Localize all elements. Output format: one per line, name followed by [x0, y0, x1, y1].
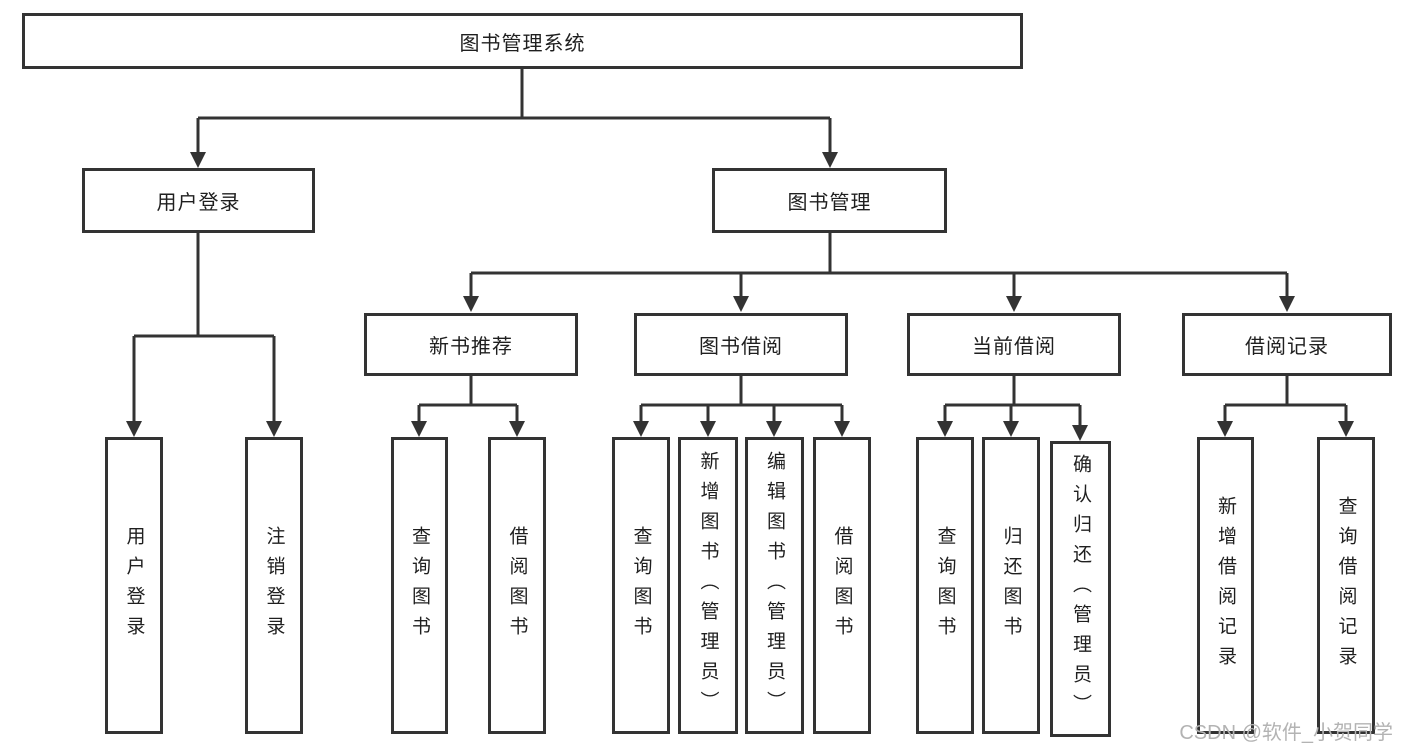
csdn-watermark: CSDN @软件_小贺同学 [1179, 722, 1393, 744]
leaf-user-login: 用户登录 [105, 437, 163, 734]
node-user-login-label: 用户登录 [156, 192, 241, 214]
node-book-borrowing-label: 图书借阅 [699, 336, 783, 358]
connector-new-rec-children [411, 376, 525, 437]
leaf-query-books-3: 查询图书 [916, 437, 974, 734]
connector-book-mgmt-children [463, 233, 1295, 312]
leaf-query-books-1: 查询图书 [391, 437, 448, 734]
leaf-return-books-label: 归还图书 [1000, 525, 1022, 646]
leaf-borrow-books-1: 借阅图书 [488, 437, 546, 734]
leaf-query-borrow-record-label: 查询借阅记录 [1335, 495, 1357, 676]
leaf-logout: 注销登录 [245, 437, 303, 734]
leaf-borrow-books-2-label: 借阅图书 [831, 525, 853, 646]
node-new-book-recommend-label: 新书推荐 [429, 336, 513, 358]
leaf-add-books-admin-label: 新增图书（管理员） [697, 450, 719, 721]
connector-current-children [937, 376, 1088, 441]
node-root-label: 图书管理系统 [459, 32, 586, 55]
leaf-add-borrow-record: 新增借阅记录 [1197, 437, 1254, 734]
leaf-query-borrow-record: 查询借阅记录 [1317, 437, 1375, 734]
node-book-management: 图书管理 [712, 168, 947, 233]
node-root-system: 图书管理系统 [22, 13, 1023, 69]
leaf-return-books: 归还图书 [982, 437, 1040, 734]
node-user-login: 用户登录 [82, 168, 315, 233]
leaf-edit-books-admin: 编辑图书（管理员） [745, 437, 804, 734]
node-borrowing-records: 借阅记录 [1182, 313, 1392, 376]
leaf-logout-label: 注销登录 [263, 525, 285, 646]
leaf-user-login-label: 用户登录 [123, 525, 145, 646]
leaf-confirm-return-admin: 确认归还（管理员） [1050, 441, 1111, 737]
leaf-query-books-3-label: 查询图书 [934, 525, 956, 646]
node-current-borrowing: 当前借阅 [907, 313, 1121, 376]
leaf-borrow-books-1-label: 借阅图书 [506, 525, 528, 646]
leaf-add-borrow-record-label: 新增借阅记录 [1215, 495, 1236, 676]
connector-root-to-level2 [190, 68, 838, 168]
leaf-confirm-return-admin-label: 确认归还（管理员） [1070, 454, 1091, 724]
connector-user-login-children [126, 233, 282, 437]
leaf-add-books-admin: 新增图书（管理员） [678, 437, 738, 734]
leaf-borrow-books-2: 借阅图书 [813, 437, 871, 734]
leaf-query-books-2: 查询图书 [612, 437, 670, 734]
node-book-management-label: 图书管理 [787, 192, 872, 214]
node-borrowing-records-label: 借阅记录 [1245, 336, 1329, 358]
node-current-borrowing-label: 当前借阅 [972, 336, 1056, 358]
node-new-book-recommend: 新书推荐 [364, 313, 578, 376]
leaf-query-books-1-label: 查询图书 [409, 525, 430, 646]
node-book-borrowing: 图书借阅 [634, 313, 848, 376]
leaf-query-books-2-label: 查询图书 [630, 525, 652, 646]
leaf-edit-books-admin-label: 编辑图书（管理员） [764, 450, 785, 721]
connector-records-children [1217, 376, 1354, 437]
connector-borrowing-children [633, 376, 850, 437]
